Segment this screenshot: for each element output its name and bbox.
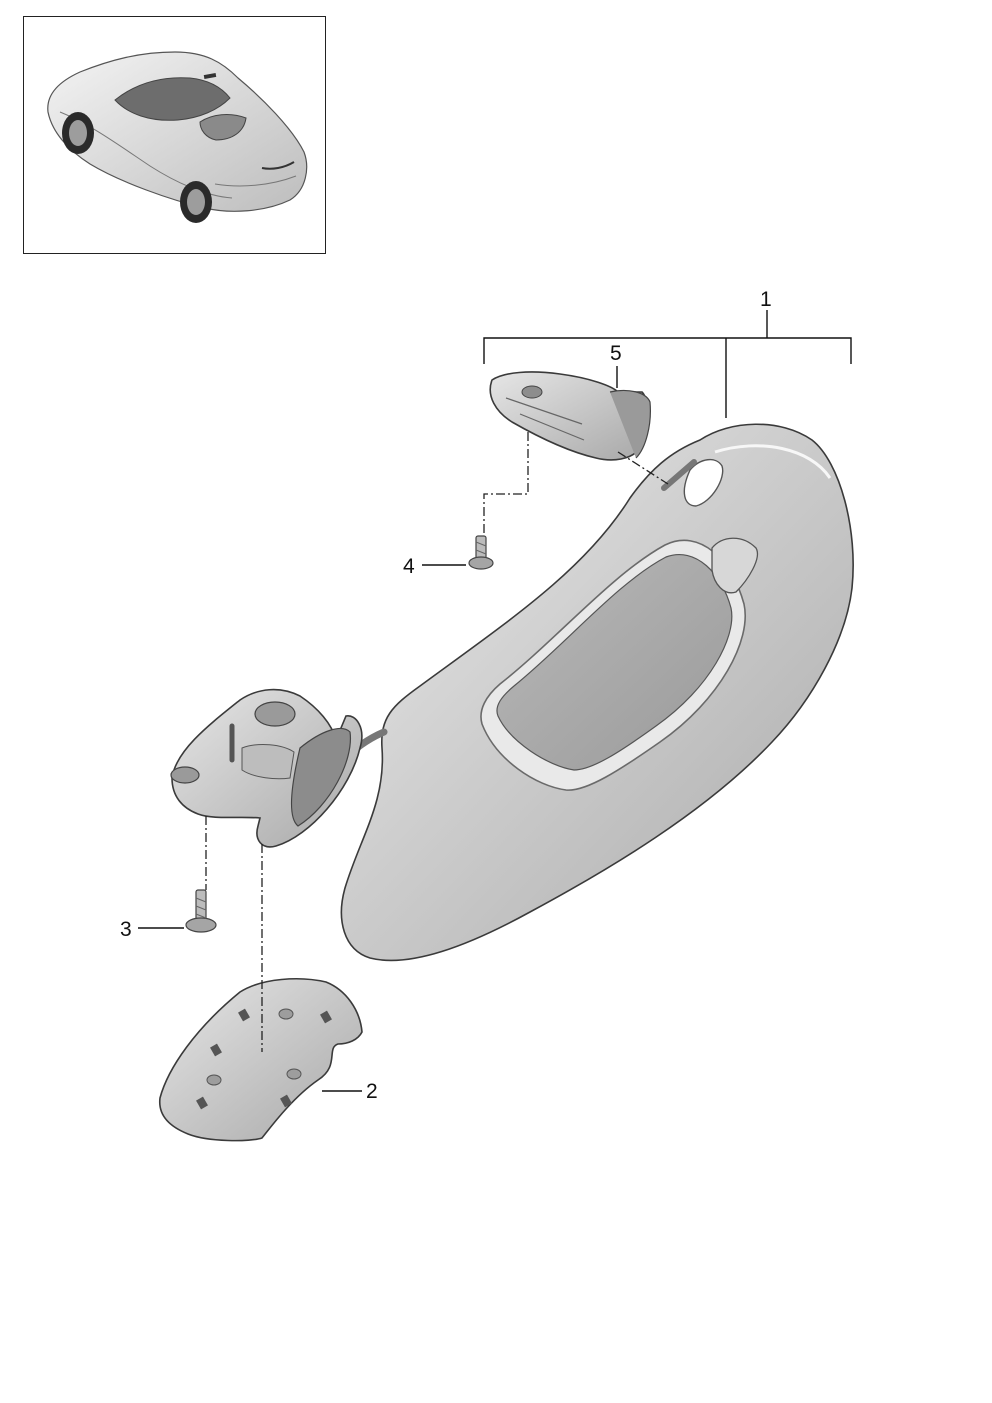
callout-4: 4 — [403, 555, 415, 578]
callout-1: 1 — [760, 288, 772, 311]
assembly-lines — [205, 432, 669, 1052]
visor-pivot-bracket — [170, 688, 363, 848]
callout-3: 3 — [120, 918, 132, 941]
callout-2: 2 — [366, 1080, 378, 1103]
callout-5: 5 — [610, 342, 622, 365]
mirror-cover-tab — [711, 537, 759, 594]
screw-part-4 — [468, 535, 494, 570]
callout-leaders — [138, 310, 852, 1092]
vanity-mirror — [496, 554, 733, 771]
visor-rod — [661, 459, 697, 491]
sun-visor — [326, 423, 854, 962]
screw-part-3 — [185, 889, 217, 933]
cover-part-2 — [159, 978, 363, 1142]
visor-slot — [683, 459, 724, 507]
car-illustration — [47, 51, 308, 223]
vehicle-thumbnail — [23, 16, 326, 254]
visor-clip-part-5 — [489, 371, 651, 461]
visor-rim-highlight — [714, 444, 832, 479]
